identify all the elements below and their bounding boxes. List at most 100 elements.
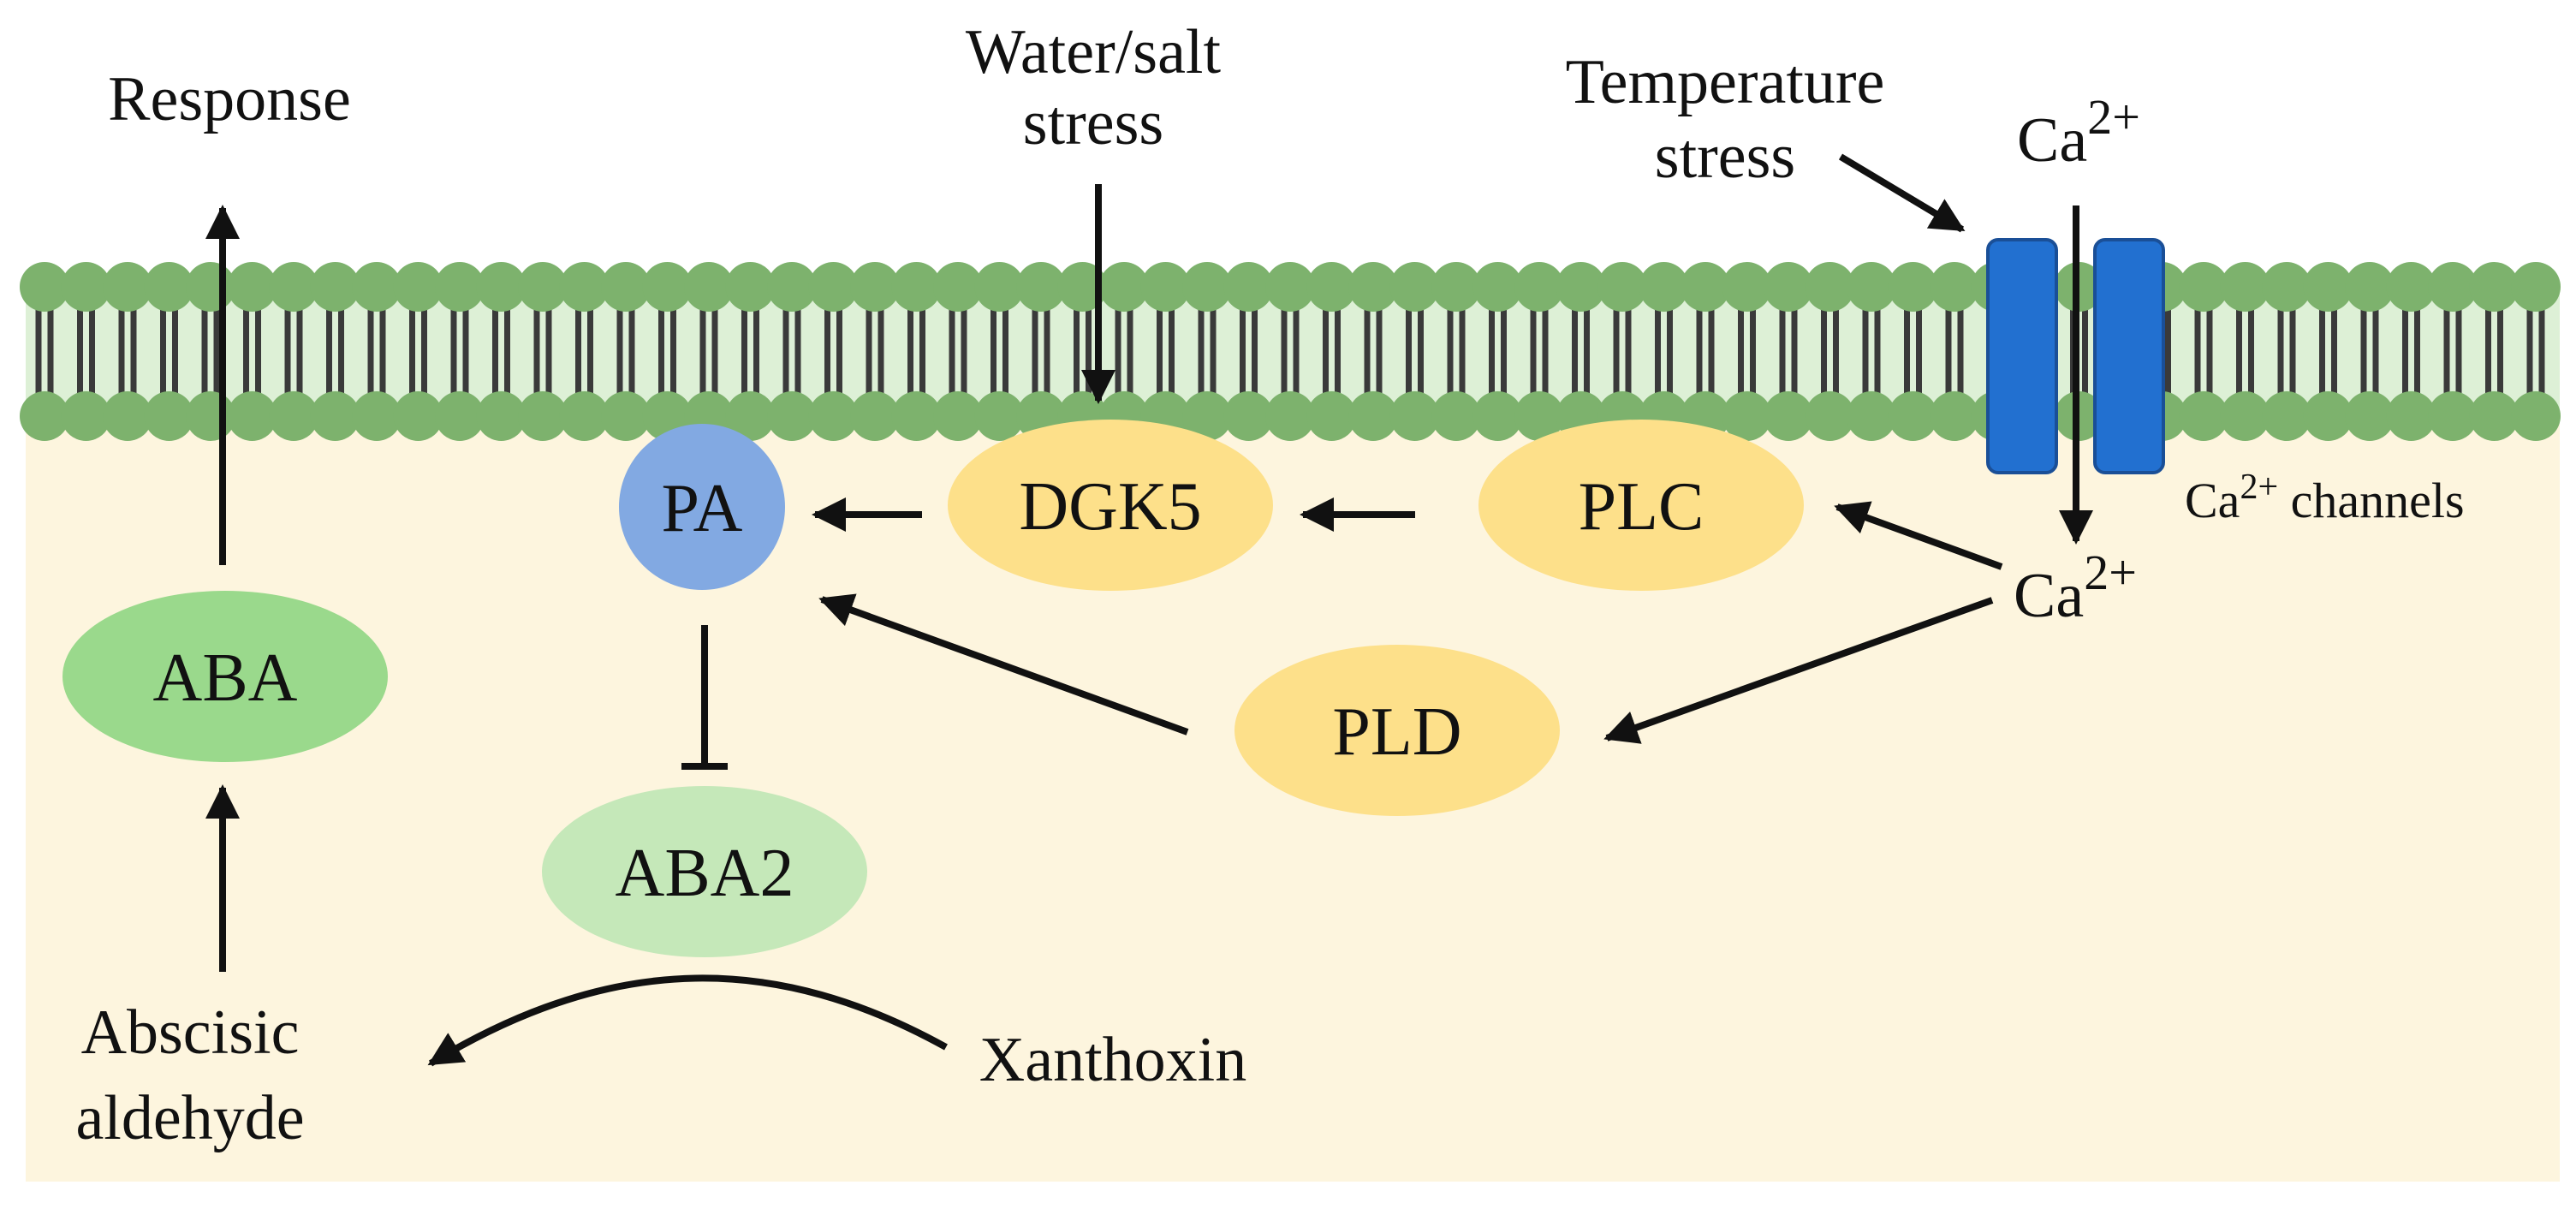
plc-label: PLC bbox=[1579, 469, 1704, 545]
lipid-head bbox=[1764, 391, 1813, 441]
channel-subunit-right bbox=[2093, 238, 2165, 474]
lipid-head bbox=[2469, 391, 2519, 441]
lipid-head bbox=[2179, 391, 2228, 441]
lipid-head bbox=[518, 262, 568, 312]
abscisic-aldehyde-label-line2: aldehyde bbox=[75, 1083, 304, 1153]
lipid-head bbox=[1389, 262, 1440, 312]
lipid-head bbox=[2469, 262, 2519, 312]
lipid-head bbox=[850, 391, 900, 441]
arrow-xanthoxin-to-aldehyde bbox=[427, 974, 948, 1067]
lipid-head bbox=[435, 391, 485, 441]
lipid-head bbox=[393, 262, 443, 312]
lipid-head bbox=[1306, 391, 1357, 441]
aba-node bbox=[62, 591, 388, 762]
water-salt-stress-label-line1: Water/salt bbox=[966, 17, 1222, 87]
lipid-head bbox=[1639, 262, 1689, 312]
lipid-head bbox=[310, 262, 360, 312]
lipid-head bbox=[1847, 391, 1896, 441]
lipid-head bbox=[1099, 262, 1149, 312]
lipid-head bbox=[933, 262, 983, 312]
calcium-channels-label: Ca2+ channels bbox=[2185, 468, 2465, 528]
lipid-head bbox=[352, 391, 402, 441]
lipid-head bbox=[227, 391, 277, 441]
lipid-head bbox=[144, 262, 194, 312]
lipid-head bbox=[1888, 262, 1938, 312]
lipid-head bbox=[725, 391, 776, 441]
dgk5-label: DGK5 bbox=[1019, 469, 1201, 545]
lipid-head bbox=[2303, 391, 2353, 441]
lipid-head bbox=[808, 391, 859, 441]
lipid-head bbox=[1805, 391, 1855, 441]
arrow-temperature-to-channel bbox=[1838, 153, 1966, 233]
calcium-ion-cytosolic-label: Ca2+ bbox=[2014, 545, 2137, 631]
lipid-head bbox=[518, 391, 568, 441]
lipid-head bbox=[1182, 262, 1232, 312]
dgk5-node bbox=[948, 420, 1273, 591]
lipid-head bbox=[891, 262, 942, 312]
xanthoxin-label: Xanthoxin bbox=[979, 1025, 1246, 1095]
channel-subunit-left bbox=[1986, 238, 2058, 474]
lipid-head bbox=[2428, 391, 2478, 441]
lipid-head bbox=[20, 262, 69, 312]
lipid-head bbox=[393, 391, 443, 441]
lipid-head bbox=[601, 391, 651, 441]
aba-label: ABA bbox=[153, 640, 298, 716]
lipid-head bbox=[1930, 391, 1979, 441]
lipid-head bbox=[559, 262, 610, 312]
pathway-arrows bbox=[205, 153, 2093, 1067]
lipid-head bbox=[1514, 391, 1564, 441]
lipid-head bbox=[1930, 262, 1979, 312]
lipid-head bbox=[933, 391, 983, 441]
lipid-head bbox=[725, 262, 776, 312]
lipid-head bbox=[1348, 391, 1398, 441]
pa-label: PA bbox=[662, 471, 743, 546]
response-label: Response bbox=[108, 64, 351, 134]
lipid-head bbox=[1472, 262, 1523, 312]
aba2-node bbox=[542, 786, 867, 957]
lipid-head bbox=[1681, 262, 1730, 312]
lipid-head bbox=[2345, 262, 2395, 312]
lipid-head bbox=[1472, 391, 1523, 441]
lipid-head bbox=[1847, 262, 1896, 312]
lipid-head bbox=[1431, 391, 1481, 441]
lipid-head bbox=[2303, 262, 2353, 312]
temperature-stress-label-line1: Temperature bbox=[1566, 47, 1885, 117]
lipid-head bbox=[2511, 391, 2561, 441]
lipid-head bbox=[1888, 391, 1938, 441]
pld-label: PLD bbox=[1332, 694, 1461, 770]
lipid-head bbox=[2428, 262, 2478, 312]
lipid-head bbox=[1556, 262, 1606, 312]
lipid-head bbox=[1805, 262, 1855, 312]
lipid-head bbox=[974, 391, 1025, 441]
lipid-head bbox=[1431, 262, 1481, 312]
abscisic-aldehyde-label-line1: Abscisic bbox=[81, 998, 300, 1068]
calcium-ion-extracellular-label: Ca2+ bbox=[2017, 89, 2140, 176]
lipid-head bbox=[1722, 262, 1772, 312]
lipid-head bbox=[974, 262, 1025, 312]
lipid-head bbox=[103, 391, 152, 441]
arrow-calcium-to-plc bbox=[1834, 501, 2003, 570]
lipid-head bbox=[1514, 262, 1564, 312]
lipid-head bbox=[2262, 262, 2311, 312]
lipid-head bbox=[1223, 391, 1274, 441]
lipid-heads-outer bbox=[20, 262, 2561, 312]
lipid-head bbox=[2345, 391, 2395, 441]
arrow-pld-to-pa bbox=[818, 593, 1189, 736]
lipid-head bbox=[435, 262, 485, 312]
aba2-label: ABA2 bbox=[616, 836, 794, 911]
lipid-heads-inner bbox=[20, 391, 2561, 441]
lipid-head bbox=[1348, 262, 1398, 312]
lipid-head bbox=[1306, 262, 1357, 312]
lipid-head bbox=[767, 391, 817, 441]
lipid-head bbox=[684, 262, 734, 312]
lipid-head bbox=[1223, 262, 1274, 312]
lipid-head bbox=[1764, 262, 1813, 312]
temperature-stress-label-line2: stress bbox=[1655, 122, 1795, 192]
lipid-head bbox=[1722, 391, 1772, 441]
lipid-head bbox=[2220, 391, 2270, 441]
lipid-head bbox=[476, 262, 527, 312]
lipid-head bbox=[767, 262, 817, 312]
lipid-head bbox=[352, 262, 402, 312]
